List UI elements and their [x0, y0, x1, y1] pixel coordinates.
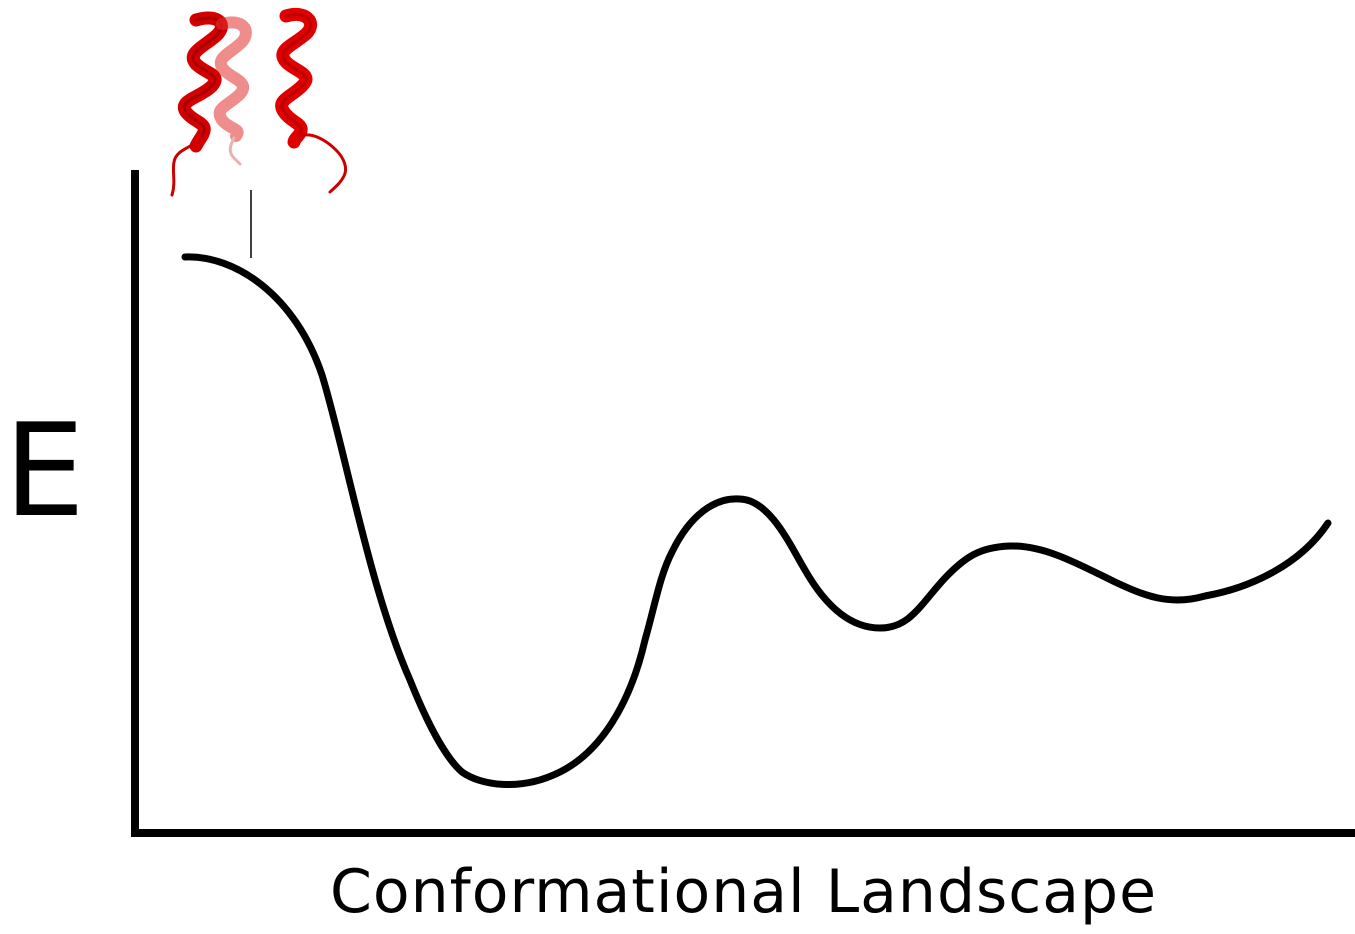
- helix-ribbon-icon: [213, 16, 252, 166]
- energy-curve: [181, 253, 1332, 789]
- x-axis-label: Conformational Landscape: [330, 857, 1158, 927]
- helix-ribbon-icon: [275, 8, 348, 194]
- helix-ribbon-icon: [170, 11, 228, 197]
- y-axis-label: E: [4, 397, 85, 546]
